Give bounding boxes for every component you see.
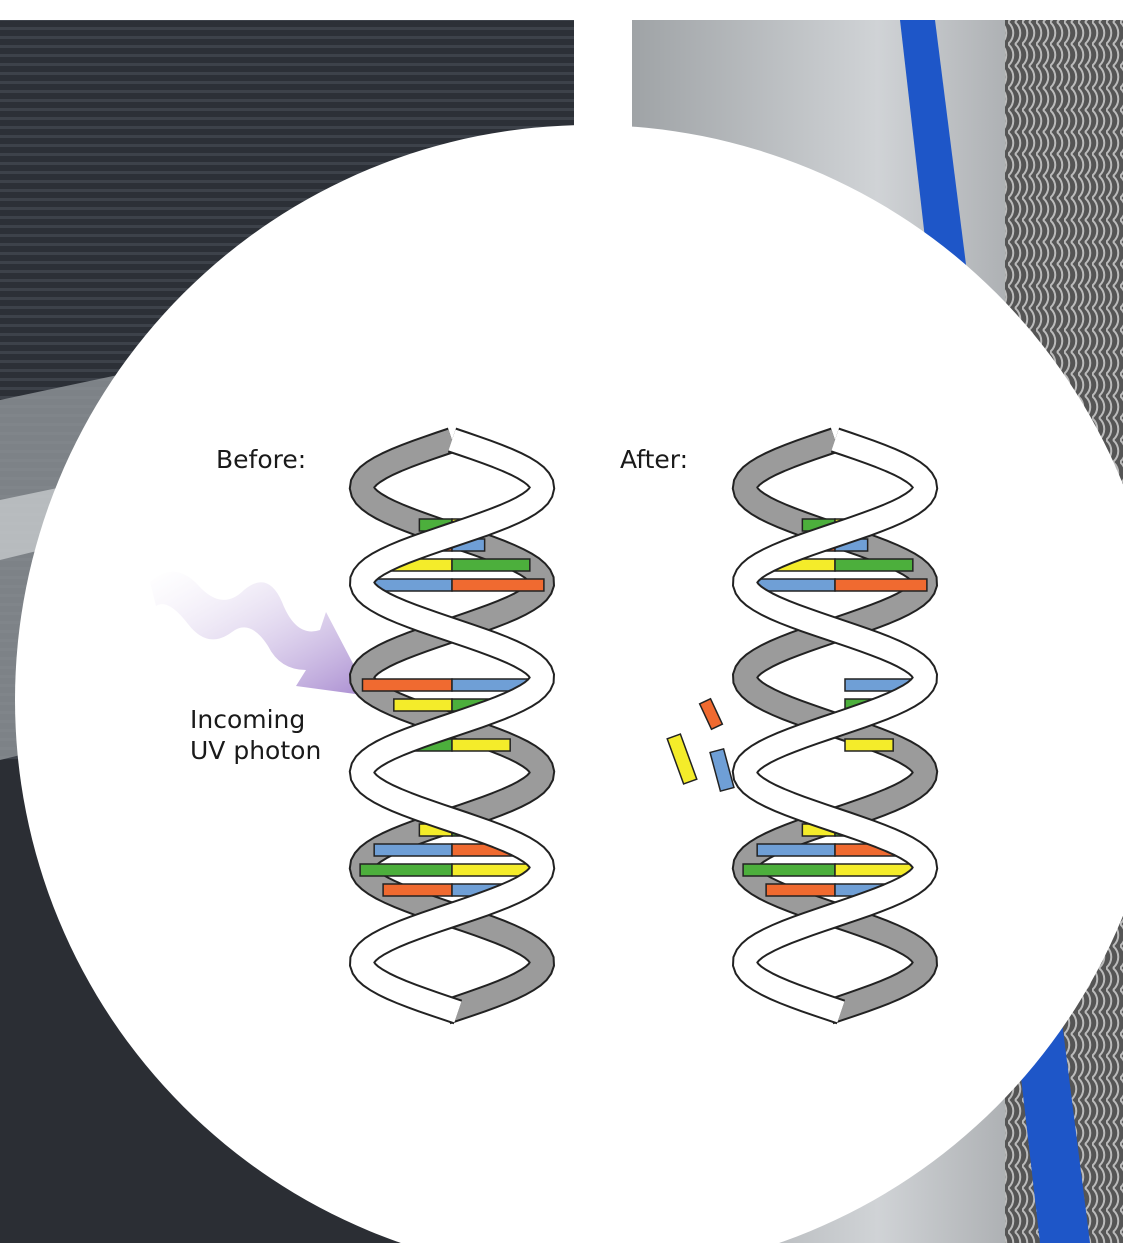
photon-label-line2: UV photon bbox=[190, 735, 321, 766]
before-label: Before: bbox=[216, 444, 306, 475]
base-right bbox=[452, 559, 530, 571]
base-right bbox=[452, 739, 510, 751]
base-left bbox=[383, 884, 452, 896]
base-left bbox=[362, 679, 452, 691]
base-right bbox=[835, 559, 913, 571]
base-right bbox=[835, 579, 927, 591]
base-left bbox=[743, 864, 835, 876]
base-left bbox=[394, 699, 452, 711]
base-left bbox=[766, 884, 835, 896]
photon-label-line1: Incoming bbox=[190, 704, 321, 735]
base-left bbox=[374, 844, 452, 856]
photon-label: Incoming UV photon bbox=[190, 704, 321, 766]
base-left bbox=[757, 844, 835, 856]
base-left bbox=[360, 864, 452, 876]
base-right bbox=[452, 579, 544, 591]
after-label: After: bbox=[620, 444, 688, 475]
base-fragment bbox=[845, 739, 893, 751]
